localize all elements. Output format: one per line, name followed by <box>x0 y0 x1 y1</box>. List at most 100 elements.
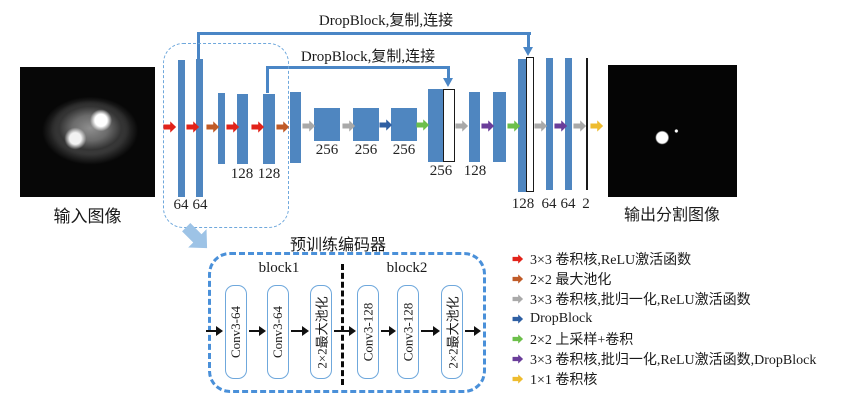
skip2-arrowhead-icon <box>443 78 453 87</box>
conv-bn-relu-arrow-icon <box>302 120 316 132</box>
legend-label: 3×3 卷积核,批归一化,ReLU激活函数 <box>530 293 751 308</box>
legend-conv-bn-relu-arrow-icon <box>512 294 524 304</box>
flow-arrow-icon <box>334 326 356 336</box>
legend-row: 2×2 最大池化 <box>512 269 816 289</box>
layer-box-conv: Conv3-64 <box>225 285 247 379</box>
channel-label: 256 <box>354 142 378 158</box>
feature-map-bar <box>518 59 526 192</box>
feature-map-line <box>586 58 588 190</box>
input-image-caption: 输入图像 <box>53 207 122 226</box>
conv-bn-relu-dropblock-arrow-icon <box>554 120 568 132</box>
legend-label: 2×2 上采样+卷积 <box>530 333 634 348</box>
layer-box-conv: Conv3-64 <box>267 285 289 379</box>
legend-row: 3×3 卷积核,批归一化,ReLU激活函数,DropBlock <box>512 349 816 369</box>
feature-map-bar <box>314 108 340 141</box>
copied-feature-bar <box>526 57 534 192</box>
feature-map-bar <box>546 58 553 190</box>
conv-relu-arrow-icon <box>186 121 200 133</box>
legend-row: 3×3 卷积核,ReLU激活函数 <box>512 249 816 269</box>
channel-label: 128 <box>230 166 254 182</box>
upsample-conv-arrow-icon <box>507 120 521 132</box>
pretrain-title: 预训练编码器 <box>289 237 386 254</box>
legend-label: DropBlock <box>530 311 593 326</box>
channel-label: 128 <box>463 163 487 179</box>
layer-box-conv: Conv3-128 <box>357 285 379 379</box>
conv-relu-arrow-icon <box>226 121 240 133</box>
flow-arrow-icon <box>249 326 266 336</box>
legend-maxpool-arrow-icon <box>512 274 524 284</box>
pretrained-encoder-dashed-box <box>163 43 289 228</box>
legend-row: DropBlock <box>512 309 816 329</box>
feature-map-bar <box>263 94 275 164</box>
legend-conv-bn-relu-dropblock-arrow-icon <box>512 354 524 364</box>
skip1-arrowhead-icon <box>523 47 533 56</box>
legend-upsample-conv-arrow-icon <box>512 334 524 344</box>
channel-label: 128 <box>257 166 281 182</box>
legend-dropblock-arrow-icon <box>512 314 524 324</box>
channel-label: 256 <box>315 142 339 158</box>
skip1-line <box>197 32 531 35</box>
maxpool-arrow-icon <box>206 121 220 133</box>
output-image-caption: 输出分割图像 <box>623 207 720 224</box>
conv-relu-arrow-icon <box>251 121 265 133</box>
conv-bn-relu-arrow-icon <box>534 120 548 132</box>
feature-map-bar <box>353 108 379 141</box>
legend-label: 2×2 最大池化 <box>530 273 612 288</box>
upsample-conv-arrow-icon <box>416 119 430 131</box>
legend-row: 3×3 卷积核,批归一化,ReLU激活函数 <box>512 289 816 309</box>
output-image <box>608 65 737 197</box>
conv-relu-arrow-icon <box>163 121 177 133</box>
pretrain-detail-dashed-box <box>208 252 486 393</box>
feature-map-bar <box>196 59 203 197</box>
channel-label: 64 <box>173 197 189 213</box>
skip2-line <box>447 66 450 79</box>
layer-label: Conv3-64 <box>228 306 243 358</box>
legend-row: 2×2 上采样+卷积 <box>512 329 816 349</box>
skip1-line <box>527 32 530 48</box>
block-divider-line <box>341 264 344 385</box>
layer-box-conv: Conv3-128 <box>397 285 419 379</box>
layer-label: Conv3-128 <box>360 302 375 362</box>
legend-label: 3×3 卷积核,ReLU激活函数 <box>530 253 692 268</box>
layer-label: 2×2最大池化 <box>445 295 461 369</box>
layer-label: Conv3-64 <box>270 306 285 358</box>
conv-bn-relu-arrow-icon <box>455 120 469 132</box>
channel-label: 128 <box>511 196 535 212</box>
legend-label: 3×3 卷积核,批归一化,ReLU激活函数,DropBlock <box>530 353 817 368</box>
feature-map-bar <box>469 92 480 162</box>
layer-box-pool: 2×2最大池化 <box>310 285 332 379</box>
skip1-line <box>197 32 200 59</box>
feature-map-bar <box>565 58 572 190</box>
feature-map-bar <box>428 89 443 162</box>
legend-row: 1×1 卷积核 <box>512 369 816 389</box>
flow-arrow-icon <box>421 326 440 336</box>
legend-label: 1×1 卷积核 <box>530 373 598 388</box>
copied-feature-bar <box>443 89 455 162</box>
legend: 3×3 卷积核,ReLU激活函数 2×2 最大池化 3×3 卷积核,批归一化,R… <box>512 249 816 389</box>
flow-arrow-icon <box>206 326 223 336</box>
feature-map-bar <box>290 92 301 163</box>
legend-conv1x1-arrow-icon <box>512 374 524 384</box>
conv-bn-relu-arrow-icon <box>573 120 587 132</box>
skip2-line <box>266 66 269 93</box>
skip2-line <box>266 66 450 69</box>
layer-label: Conv3-128 <box>400 302 415 362</box>
maxpool-arrow-icon <box>276 121 290 133</box>
feature-map-bar <box>493 92 506 162</box>
flow-arrow-icon <box>291 326 309 336</box>
conv-bn-relu-dropblock-arrow-icon <box>481 120 495 132</box>
flow-arrow-icon <box>381 326 396 336</box>
layer-label: 2×2最大池化 <box>314 295 330 369</box>
input-image <box>20 67 155 197</box>
skip2-label: DropBlock,复制,连接 <box>300 49 436 65</box>
channel-label: 2 <box>582 196 590 212</box>
feature-map-bar <box>391 108 417 141</box>
flow-arrow-icon <box>465 326 481 336</box>
block1-label: block1 <box>258 260 300 276</box>
legend-conv-relu-arrow-icon <box>512 254 524 264</box>
channel-label: 256 <box>429 163 453 179</box>
layer-box-pool: 2×2最大池化 <box>441 285 463 379</box>
channel-label: 64 <box>192 197 208 213</box>
channel-label: 64 <box>541 196 557 212</box>
